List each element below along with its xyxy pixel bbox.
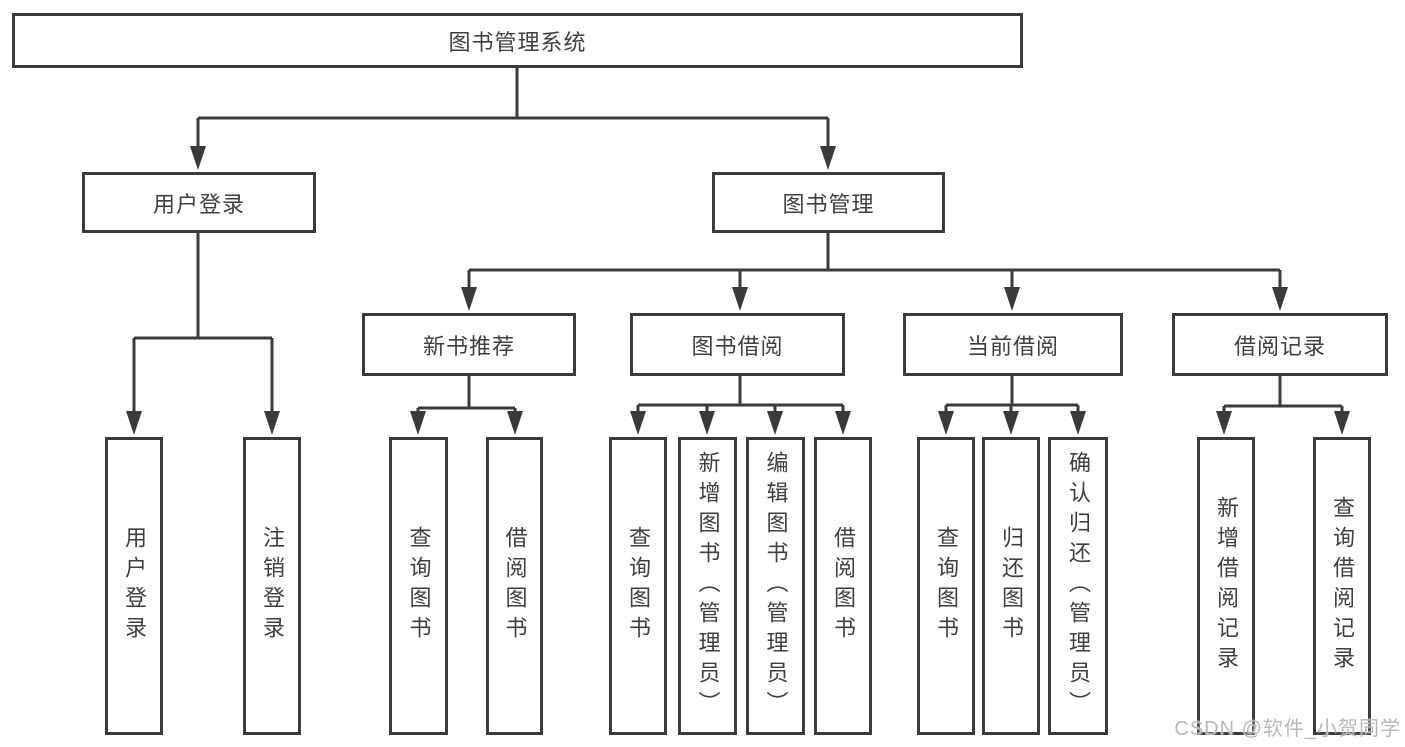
- leaf-user-login: 用户登录: [105, 437, 163, 735]
- node-user-login-branch: 用户登录: [82, 172, 316, 233]
- leaf-return-book: 归还图书: [982, 437, 1040, 735]
- node-label: 编辑图书（管理员）: [763, 451, 789, 721]
- node-label: 注销登录: [260, 526, 285, 646]
- leaf-confirm-return-admin: 确认归还（管理员）: [1048, 437, 1108, 735]
- node-label: 用户登录: [152, 191, 245, 217]
- node-label: 新增图书（管理员）: [695, 451, 721, 721]
- node-book-borrow: 图书借阅: [630, 313, 845, 376]
- node-label: 借阅图书: [502, 526, 528, 646]
- leaf-borrow-book: 借阅图书: [814, 437, 872, 735]
- leaf-query-borrow-record: 查询借阅记录: [1313, 437, 1371, 735]
- node-current-borrow: 当前借阅: [903, 313, 1123, 376]
- leaf-edit-book-admin: 编辑图书（管理员）: [746, 437, 805, 735]
- node-label: 当前借阅: [966, 333, 1059, 359]
- leaf-recommend-query-book: 查询图书: [389, 437, 448, 735]
- node-label: 确认归还（管理员）: [1066, 451, 1091, 721]
- node-label: 查询图书: [934, 526, 959, 646]
- arrowheads: [126, 146, 1350, 435]
- node-label: 借阅记录: [1233, 333, 1326, 359]
- node-label: 新增借阅记录: [1214, 496, 1239, 676]
- node-label: 查询图书: [406, 526, 432, 646]
- node-label: 归还图书: [999, 526, 1024, 646]
- node-borrow-record: 借阅记录: [1172, 313, 1388, 376]
- node-new-book-recommend: 新书推荐: [362, 313, 576, 376]
- node-label: 借阅图书: [831, 526, 856, 646]
- node-label: 图书借阅: [691, 333, 784, 359]
- node-label: 查询图书: [626, 526, 651, 646]
- leaf-recommend-borrow-book: 借阅图书: [486, 437, 543, 735]
- leaf-add-borrow-record: 新增借阅记录: [1197, 437, 1255, 735]
- node-book-manage-branch: 图书管理: [712, 172, 945, 233]
- node-label: 图书管理: [782, 191, 875, 217]
- leaf-logout: 注销登录: [243, 437, 301, 735]
- csdn-watermark: CSDN @软件_小贺同学: [1174, 718, 1401, 740]
- node-system-root: 图书管理系统: [12, 13, 1023, 68]
- node-label: 新书推荐: [422, 333, 515, 359]
- node-label: 查询借阅记录: [1330, 496, 1355, 676]
- leaf-current-query-book: 查询图书: [917, 437, 975, 735]
- node-label: 用户登录: [122, 526, 147, 646]
- node-label: 图书管理系统: [448, 29, 587, 55]
- leaf-borrow-query-book: 查询图书: [609, 437, 667, 735]
- leaf-add-book-admin: 新增图书（管理员）: [678, 437, 737, 735]
